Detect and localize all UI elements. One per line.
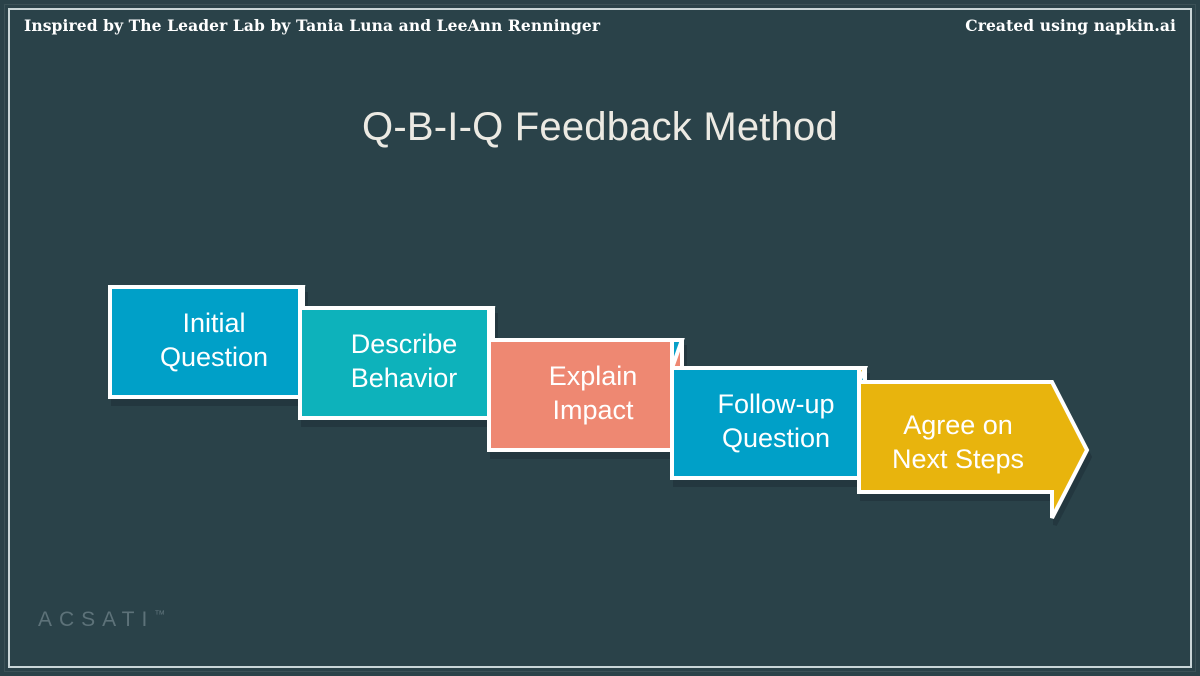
credit-inspired-by: Inspired by The Leader Lab by Tania Luna… — [24, 16, 601, 35]
step-describe-behavior-shape[interactable] — [298, 306, 495, 420]
step-agree-on-next-steps[interactable] — [857, 366, 1090, 519]
watermark-text: ACSATI — [38, 608, 155, 631]
step-initial-question[interactable] — [108, 285, 305, 399]
step-agree-on-next-steps-fold — [857, 366, 869, 383]
step-describe-behavior[interactable] — [298, 285, 495, 420]
step-follow-up-question-shape[interactable] — [670, 366, 867, 480]
watermark-trademark-icon: ™ — [154, 609, 166, 621]
watermark-acsati: ACSATI™ — [38, 608, 165, 632]
page-title: Q-B-I-Q Feedback Method — [362, 105, 838, 149]
step-explain-impact[interactable] — [487, 306, 684, 452]
step-follow-up-question-fold — [670, 338, 685, 369]
credit-created-using: Created using napkin.ai — [965, 16, 1176, 35]
step-follow-up-question[interactable] — [670, 338, 867, 480]
step-agree-on-next-steps-shape[interactable] — [857, 380, 1090, 519]
step-explain-impact-fold — [487, 306, 496, 341]
step-initial-question-shape[interactable] — [108, 285, 305, 399]
step-explain-impact-shape[interactable] — [487, 338, 684, 452]
step-describe-behavior-fold — [298, 285, 306, 309]
